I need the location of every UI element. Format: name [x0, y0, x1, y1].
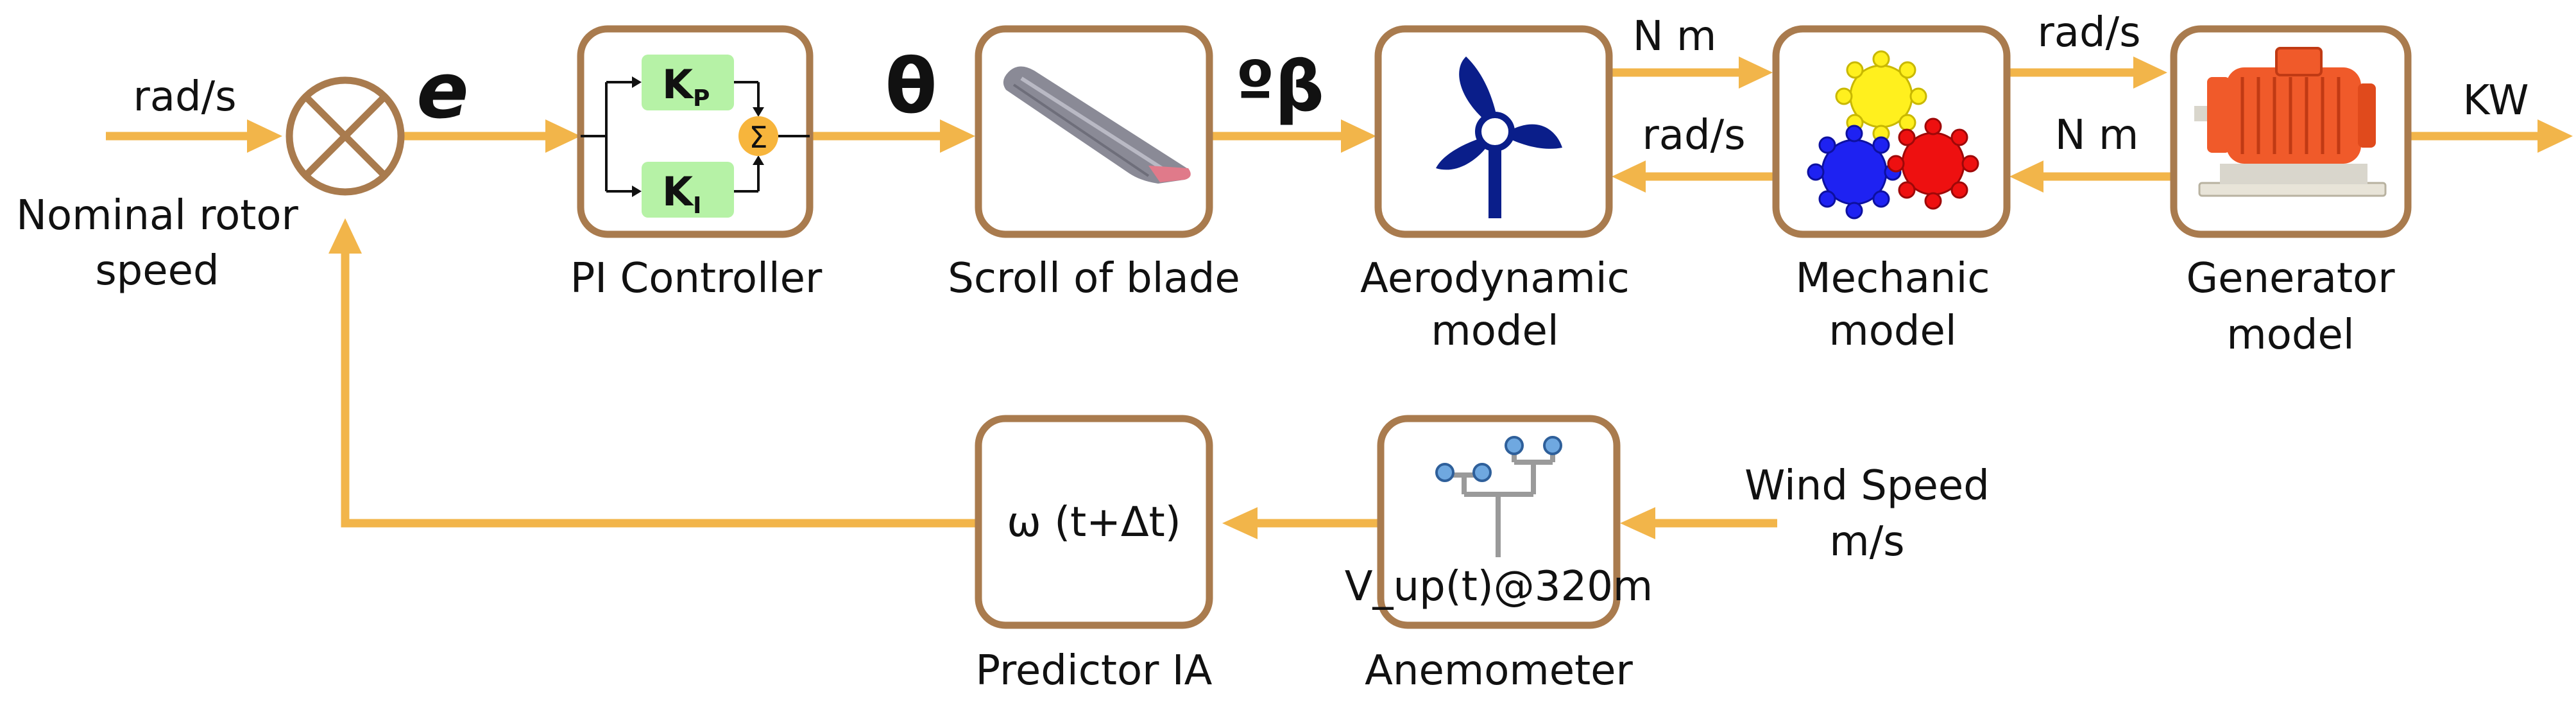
arrowhead-into-gen	[2133, 56, 2167, 89]
mechanic-label-line2: model	[1829, 307, 1956, 355]
aerodynamic-label-line1: Aerodynamic	[1360, 255, 1630, 302]
beta-signal-label: ºβ	[1236, 47, 1324, 127]
rotor-speed-unit: rad/s	[133, 73, 236, 121]
sum-symbol: Σ	[749, 120, 767, 155]
kp-gain-box	[642, 55, 734, 110]
predictor-frame	[975, 415, 1213, 629]
rotor-speed-name-line2: speed	[95, 247, 219, 295]
predictor-label: Predictor IA	[976, 647, 1213, 695]
mechanic-label-line1: Mechanic	[1795, 255, 1990, 302]
arrowhead-into-blade	[940, 119, 975, 153]
aerodynamic-label-line2: model	[1431, 307, 1558, 355]
output-unit: KW	[2463, 77, 2529, 125]
summing-junction	[286, 76, 405, 196]
kp-gain-label: KP	[662, 61, 710, 112]
rotor-speed-name-line1: Nominal rotor	[16, 192, 298, 239]
arrowhead-into-pi	[545, 119, 581, 153]
mech-to-aero-unit: rad/s	[1642, 112, 1745, 159]
blade-block	[975, 25, 1213, 238]
mechanic-block	[1772, 25, 2011, 238]
arrowhead-into-mech-feedback	[2009, 160, 2043, 193]
arrowhead-into-aero	[1341, 119, 1376, 153]
connectors	[106, 56, 2573, 539]
arrowhead-feedback-into-junction	[328, 218, 362, 254]
blue-gear	[1807, 125, 1902, 220]
kp-to-sum-arrow	[753, 107, 764, 117]
sum-node	[738, 116, 778, 156]
arrowhead-into-mech	[1739, 56, 1773, 89]
electric-motor-icon	[2194, 47, 2387, 197]
arrowhead-into-predictor	[1222, 507, 1258, 539]
ki-gain-label: KI	[662, 168, 701, 219]
pi-ki-feed-arrow	[632, 186, 642, 197]
generator-label-line2: model	[2226, 311, 2354, 359]
yellow-gear	[1835, 50, 1927, 143]
arrowhead-into-junction	[247, 119, 282, 153]
predictor-formula: ω (t+Δt)	[1007, 499, 1181, 546]
wind-speed-label-line2: m/s	[1829, 518, 1904, 566]
anemometer-block: V_up(t)@320m	[1345, 415, 1653, 629]
pi-controller-block: KP KI Σ	[577, 25, 814, 238]
arrowhead-output	[2538, 119, 2573, 153]
mech-to-gen-unit: rad/s	[2037, 9, 2140, 56]
theta-signal-label: θ	[885, 42, 937, 130]
arrowhead-into-aero-feedback	[1612, 160, 1646, 193]
wind-speed-label-line1: Wind Speed	[1744, 462, 1990, 510]
anemometer-label: Anemometer	[1365, 647, 1633, 695]
turbine-blade-icon	[1003, 66, 1191, 184]
anemometer-reading: V_up(t)@320m	[1345, 563, 1653, 610]
wire-feedback	[341, 250, 978, 528]
aero-to-mech-unit: N m	[1633, 13, 1717, 60]
generator-label-line1: Generator	[2187, 255, 2396, 302]
predictor-block: ω (t+Δt)	[975, 415, 1213, 629]
generator-block	[2170, 25, 2412, 238]
arrowhead-into-anemometer	[1620, 507, 1655, 539]
anemometer-sensor-tree-icon	[1435, 436, 1562, 557]
error-signal-label: e	[416, 47, 468, 136]
aerodynamic-block	[1374, 25, 1613, 238]
pi-controller-label: PI Controller	[570, 255, 823, 302]
gears-icon	[1807, 50, 1979, 220]
blade-label: Scroll of blade	[948, 255, 1240, 302]
ki-gain-box	[642, 162, 734, 218]
gen-to-mech-unit: N m	[2055, 112, 2139, 159]
multiply-cross-circle-icon	[303, 94, 387, 178]
wind-turbine-rotor-icon	[1436, 56, 1562, 218]
mechanic-frame	[1772, 25, 2011, 238]
pi-kp-feed-arrow	[632, 76, 642, 88]
red-gear	[1887, 117, 1979, 210]
ki-to-sum-arrow	[753, 155, 764, 165]
